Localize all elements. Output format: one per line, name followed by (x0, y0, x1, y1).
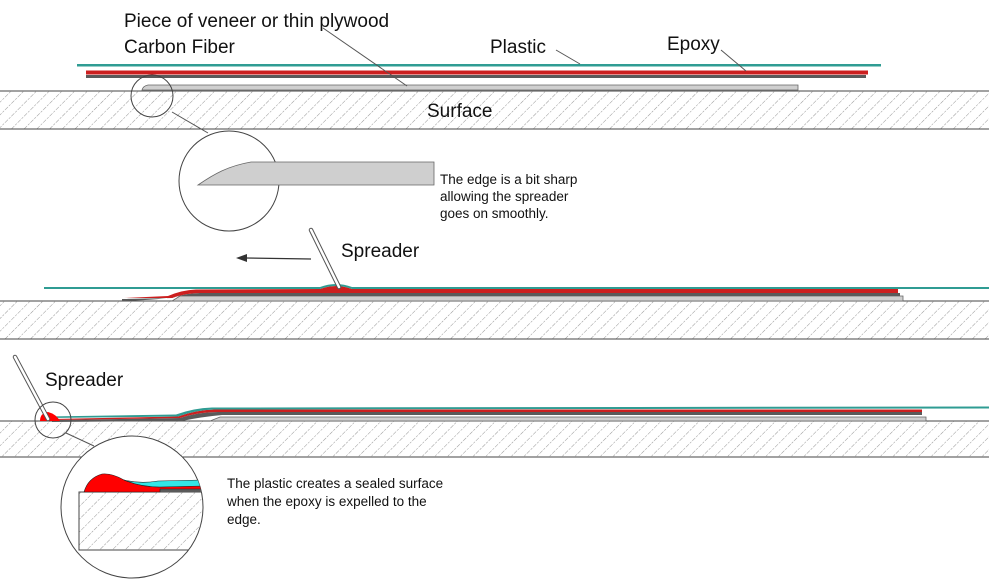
plastic-layer-1 (77, 64, 881, 67)
carbon-fiber-layer-3 (52, 412, 922, 422)
note-edge-line-2: allowing the spreader (440, 189, 569, 204)
veneer-layer-3 (209, 416, 927, 422)
spreader-tool-2 (12, 354, 51, 422)
detail-circle-large-2 (60, 435, 204, 579)
detail-circle-small-2 (34, 401, 72, 439)
spreader-tool-1 (308, 227, 342, 290)
note-sealed-line-1: The plastic creates a sealed surface (227, 476, 443, 491)
veneer-edge-detail (196, 161, 435, 186)
label-epoxy: Epoxy (667, 34, 720, 55)
note-edge-line-1: The edge is a bit sharp (440, 172, 577, 187)
plastic-layer-2 (44, 284, 989, 289)
surface-block-1 (0, 90, 989, 130)
label-plastic: Plastic (490, 37, 546, 58)
note-edge-line-3: goes on smoothly. (440, 206, 549, 221)
note-sealed-line-3: edge. (227, 512, 261, 527)
epoxy-layer-3 (52, 409, 922, 420)
epoxy-layer-1 (86, 70, 868, 75)
panel-1-layup: Piece of veneer or thin plywood Carbon F… (0, 11, 989, 232)
leader-veneer (322, 27, 408, 87)
panel-3-sealed: Spreader The plastic creates a sealed su… (0, 354, 989, 579)
note-sealed-line-2: when the epoxy is expelled to the (226, 494, 427, 509)
surface-detail-block (78, 491, 203, 551)
veneer-layer-1 (141, 84, 799, 91)
detail-circle-large-1 (178, 130, 435, 232)
leader-plastic (555, 49, 581, 65)
veneer-layer-2 (170, 295, 904, 302)
label-spreader-1: Spreader (341, 241, 420, 262)
leader-epoxy (720, 49, 747, 72)
carbon-fiber-layer-2 (122, 293, 900, 301)
label-spreader-2: Spreader (45, 370, 124, 391)
carbon-fiber-layer-1 (86, 75, 866, 78)
label-carbon-fiber: Carbon Fiber (124, 37, 236, 58)
direction-arrow (236, 254, 312, 262)
label-veneer: Piece of veneer or thin plywood (124, 11, 389, 32)
leader-zoom-1 (171, 111, 209, 134)
panel-2-spreading: Spreader (0, 227, 989, 340)
label-surface: Surface (427, 101, 492, 122)
detail-plastic-cyan (123, 479, 203, 488)
detail-circle-small-1 (130, 74, 174, 118)
plastic-layer-3 (46, 406, 989, 418)
surface-block-2 (0, 300, 989, 340)
leader-zoom-2 (65, 432, 95, 447)
